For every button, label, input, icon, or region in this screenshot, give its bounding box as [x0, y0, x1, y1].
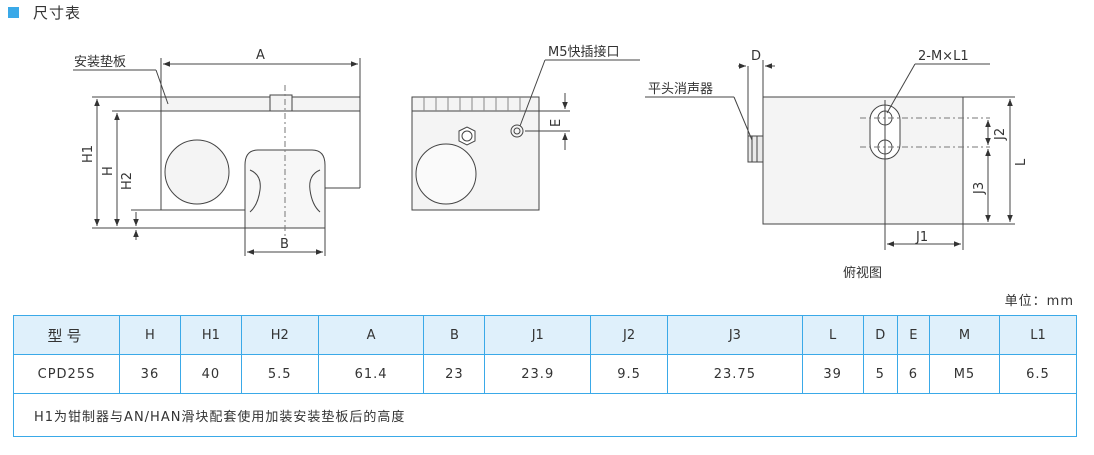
cell-l1: 6.5 [999, 354, 1077, 394]
top-view-caption: 俯视图 [843, 265, 882, 281]
col-header-h2: H2 [240, 315, 319, 355]
col-header-j3: J3 [667, 315, 803, 355]
col-header-d: D [862, 315, 898, 355]
spec-table: 型号 H H1 H2 A B J1 J2 J3 L D E M L1 CPD25… [13, 315, 1077, 437]
dim-a-label: A [256, 48, 265, 63]
cell-h: 36 [119, 354, 181, 394]
dim-b-label: B [280, 237, 289, 252]
mount-plate-label: 安装垫板 [74, 54, 126, 70]
dim-l-label: L [1014, 158, 1029, 166]
dim-d-label: D [751, 49, 761, 64]
col-header-b: B [423, 315, 486, 355]
col-header-l: L [801, 315, 864, 355]
cell-d: 5 [862, 354, 898, 394]
cell-b: 23 [423, 354, 486, 394]
cell-m: M5 [928, 354, 1001, 394]
table-note-row: H1为钳制器与AN/HAN滑块配套使用加装安装垫板后的高度 [13, 393, 1077, 437]
table-header-row: 型号 H H1 H2 A B J1 J2 J3 L D E M L1 [13, 315, 1077, 355]
cell-l: 39 [801, 354, 864, 394]
section-title: 尺寸表 [33, 3, 82, 22]
dim-e-label: E [549, 119, 564, 127]
col-header-model: 型号 [13, 315, 120, 355]
dim-j2-label: J2 [993, 128, 1008, 141]
col-header-a: A [317, 315, 425, 355]
col-header-m: M [928, 315, 1001, 355]
table-note: H1为钳制器与AN/HAN滑块配套使用加装安装垫板后的高度 [13, 393, 1077, 437]
side-view [411, 59, 640, 211]
section-header: 尺寸表 [8, 2, 81, 22]
dimension-drawing: 安装垫板 A H1 H H2 B M5快插接口 E [73, 44, 1029, 281]
cell-j1: 23.9 [484, 354, 592, 394]
cell-h2: 5.5 [240, 354, 319, 394]
cell-a: 61.4 [317, 354, 425, 394]
cell-e: 6 [896, 354, 930, 394]
table-row: CPD25S 36 40 5.5 61.4 23 23.9 9.5 23.75 … [13, 354, 1077, 394]
dim-h1-label: H1 [81, 145, 96, 163]
col-header-j1: J1 [484, 315, 592, 355]
cell-j3: 23.75 [667, 354, 803, 394]
col-header-h: H [119, 315, 181, 355]
hole-spec-label: 2-M×L1 [918, 49, 969, 64]
dim-h2-label: H2 [120, 172, 135, 190]
bullet-square-icon [8, 6, 19, 18]
cell-model: CPD25S [13, 354, 120, 394]
unit-label: 单位：mm [1004, 294, 1074, 309]
cell-j2: 9.5 [590, 354, 669, 394]
cell-h1: 40 [179, 354, 242, 394]
dim-j3-label: J3 [972, 182, 987, 195]
col-header-j2: J2 [590, 315, 669, 355]
col-header-e: E [896, 315, 930, 355]
m5-port-label: M5快插接口 [548, 44, 620, 60]
col-header-h1: H1 [179, 315, 242, 355]
dim-h-label: H [101, 166, 116, 176]
col-header-l1: L1 [999, 315, 1077, 355]
front-view [73, 58, 361, 256]
top-view [645, 60, 1015, 250]
muffler-label: 平头消声器 [648, 82, 713, 97]
dim-j1-label: J1 [915, 230, 928, 245]
